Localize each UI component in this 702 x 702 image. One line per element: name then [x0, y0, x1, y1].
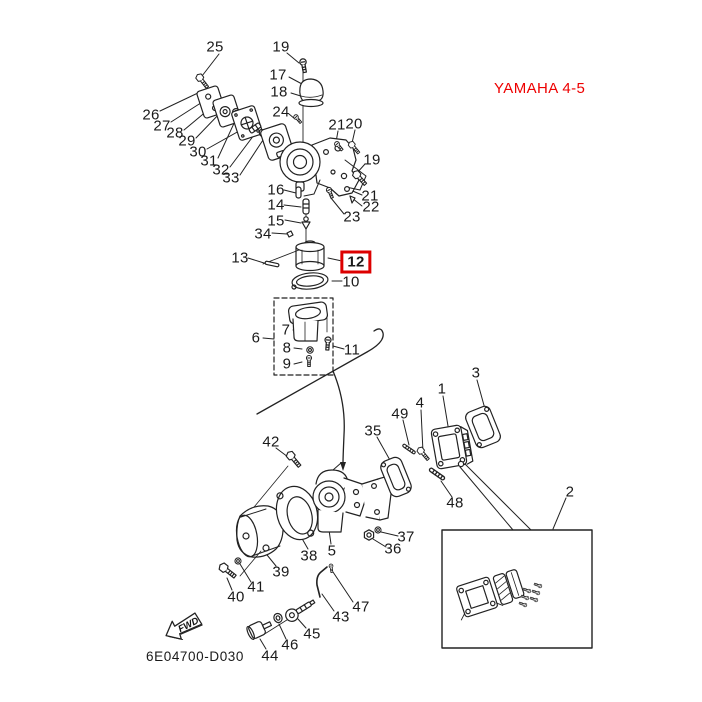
part-callout-5-40[interactable]: 5: [327, 542, 337, 560]
part-callout-30-8[interactable]: 30: [189, 143, 207, 161]
part-callout-39-43[interactable]: 39: [272, 563, 290, 581]
part-callout-40-44[interactable]: 40: [227, 588, 245, 606]
part-callout-15-21[interactable]: 15: [267, 212, 285, 230]
part-callout-32-10[interactable]: 32: [212, 161, 230, 179]
part-callout-4-34[interactable]: 4: [415, 394, 425, 412]
float-bowl-group-drawing: [273, 297, 334, 376]
part-callout-12-24[interactable]: 12: [340, 250, 372, 274]
part-callout-24-12[interactable]: 24: [272, 103, 290, 121]
reed-valve-assembly-drawing: [428, 405, 501, 482]
part-callout-41-45[interactable]: 41: [247, 578, 265, 596]
part-callout-1-35[interactable]: 1: [437, 380, 447, 398]
float-drawing: [291, 240, 329, 290]
part-callout-21-13[interactable]: 21: [328, 116, 346, 134]
part-callout-3-36[interactable]: 3: [471, 364, 481, 382]
part-callout-18-3[interactable]: 18: [270, 83, 288, 101]
part-callout-2-38[interactable]: 2: [565, 483, 575, 501]
part-callout-28-6[interactable]: 28: [166, 124, 184, 142]
part-callout-20-14[interactable]: 20: [345, 115, 363, 133]
inset-detail-box: [441, 529, 593, 649]
part-callout-17-2[interactable]: 17: [269, 66, 287, 84]
part-callout-14-20[interactable]: 14: [267, 196, 285, 214]
drawing-code: 6E04700-D030: [146, 649, 245, 664]
part-callout-7-27[interactable]: 7: [281, 321, 291, 339]
part-callout-11-30[interactable]: 11: [343, 341, 361, 359]
part-callout-36-42[interactable]: 36: [384, 540, 402, 558]
separator-curves: [256, 328, 384, 471]
part-callout-46-49[interactable]: 46: [281, 636, 299, 654]
part-callout-9-29[interactable]: 9: [282, 355, 292, 373]
carburetor-top-drawing: [279, 57, 369, 204]
part-callout-34-22[interactable]: 34: [254, 225, 272, 243]
part-callout-22-17[interactable]: 22: [362, 198, 380, 216]
leader-lines: [159, 52, 567, 650]
part-callout-48-37[interactable]: 48: [446, 494, 464, 512]
part-callout-19-1[interactable]: 19: [272, 38, 290, 56]
choke-parts-drawing: [246, 563, 335, 640]
part-callout-19-15[interactable]: 19: [363, 151, 381, 169]
needle-valve-parts-drawing: [262, 186, 311, 268]
part-callout-26-4[interactable]: 26: [142, 106, 160, 124]
page-title: YAMAHA 4-5: [494, 80, 586, 97]
reed-valve-detail-drawing: [456, 569, 543, 621]
part-callout-38-39[interactable]: 38: [300, 547, 318, 565]
lower-carburetor-assembly-drawing: [216, 443, 432, 581]
part-callout-35-32[interactable]: 35: [364, 422, 382, 440]
part-callout-8-28[interactable]: 8: [282, 339, 292, 357]
part-callout-10-25[interactable]: 10: [342, 273, 360, 291]
part-callout-45-48[interactable]: 45: [303, 625, 321, 643]
part-callout-44-50[interactable]: 44: [261, 647, 279, 665]
part-callout-47-47[interactable]: 47: [352, 598, 370, 616]
part-callout-13-23[interactable]: 13: [231, 249, 249, 267]
part-callout-31-9[interactable]: 31: [200, 152, 218, 170]
part-callout-27-5[interactable]: 27: [153, 117, 171, 135]
part-callout-37-41[interactable]: 37: [397, 528, 415, 546]
fwd-arrow: FWD: [165, 612, 203, 640]
part-callout-29-7[interactable]: 29: [178, 132, 196, 150]
part-callout-6-26[interactable]: 6: [251, 329, 261, 347]
part-callout-42-31[interactable]: 42: [262, 433, 280, 451]
part-callout-33-11[interactable]: 33: [222, 169, 240, 187]
part-callout-16-19[interactable]: 16: [267, 181, 285, 199]
fwd-label: FWD: [177, 615, 201, 635]
fuel-pump-assembly-drawing: [194, 72, 294, 161]
part-callout-21-16[interactable]: 21: [361, 187, 379, 205]
part-callout-49-33[interactable]: 49: [391, 405, 409, 423]
part-callout-43-46[interactable]: 43: [332, 608, 350, 626]
part-callout-23-18[interactable]: 23: [343, 208, 361, 226]
part-callout-25-0[interactable]: 25: [206, 38, 224, 56]
